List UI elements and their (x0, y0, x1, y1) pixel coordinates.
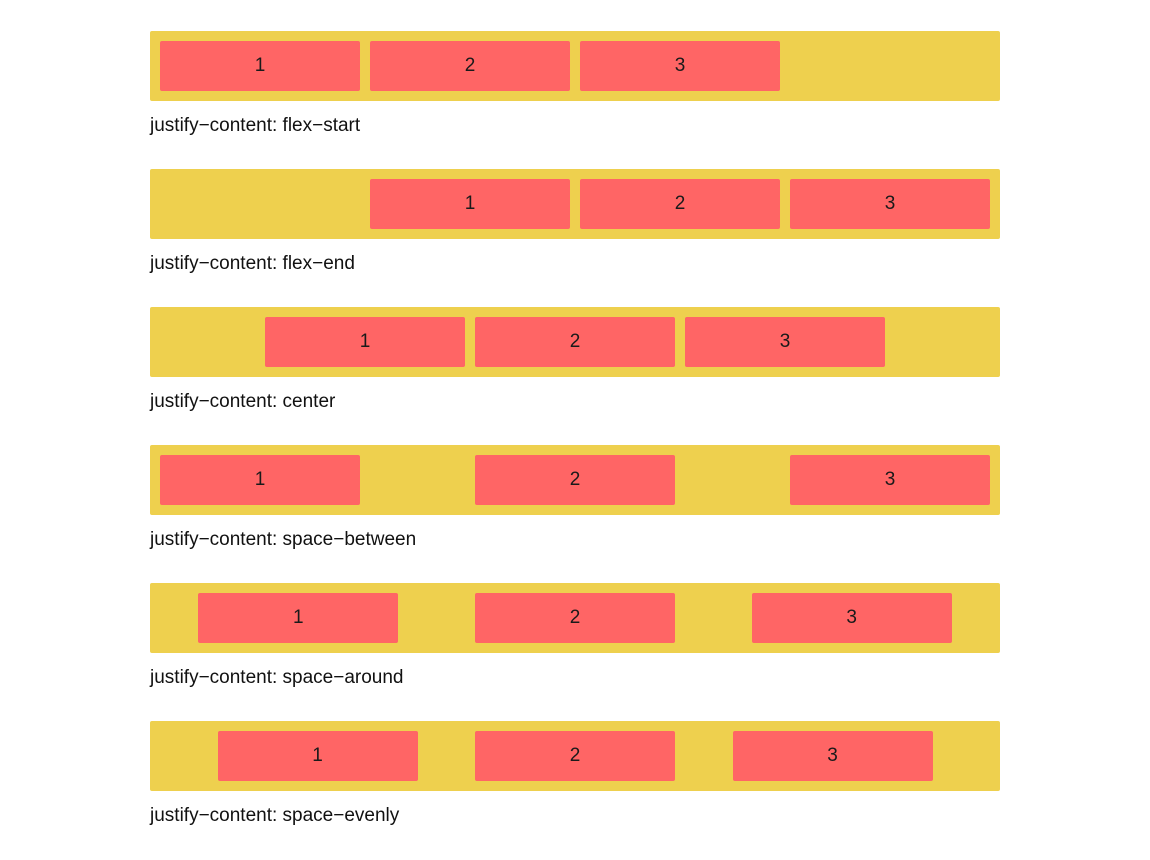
flex-container: 1 2 3 (150, 31, 1000, 101)
demo-caption: justify−content: flex−start (150, 115, 361, 136)
flex-item: 3 (751, 593, 952, 643)
demo-space-between: 1 2 3 justify−content: space−between (150, 445, 1000, 551)
flex-item: 3 (790, 455, 990, 505)
flex-item: 1 (370, 179, 570, 229)
flex-item: 1 (265, 317, 465, 367)
demo-space-evenly: 1 2 3 justify−content: space−evenly (150, 721, 1000, 827)
flex-item: 1 (198, 593, 399, 643)
flex-item: 2 (475, 455, 675, 505)
flex-item: 3 (732, 731, 933, 781)
flex-item: 2 (475, 731, 675, 781)
demo-caption: justify−content: center (150, 391, 336, 412)
demo-center: 1 2 3 justify−content: center (150, 307, 1000, 413)
flex-item: 3 (685, 317, 885, 367)
flex-item: 1 (160, 455, 360, 505)
flex-item: 2 (474, 593, 675, 643)
flex-item: 1 (217, 731, 418, 781)
flex-item: 2 (370, 41, 570, 91)
demo-flex-start: 1 2 3 justify−content: flex−start (150, 31, 1000, 137)
flex-item: 3 (790, 179, 990, 229)
demo-flex-end: 1 2 3 justify−content: flex−end (150, 169, 1000, 275)
flex-item: 3 (580, 41, 780, 91)
flex-item: 1 (160, 41, 360, 91)
flex-item: 2 (580, 179, 780, 229)
demo-space-around: 1 2 3 justify−content: space−around (150, 583, 1000, 689)
flex-container: 1 2 3 (150, 445, 1000, 515)
flex-container: 1 2 3 (150, 169, 1000, 239)
demo-caption: justify−content: space−between (150, 529, 417, 550)
demo-caption: justify−content: space−around (150, 667, 404, 688)
demo-caption: justify−content: space−evenly (150, 805, 400, 826)
demo-caption: justify−content: flex−end (150, 253, 355, 274)
flex-item: 2 (475, 317, 675, 367)
flex-container: 1 2 3 (150, 721, 1000, 791)
flex-container: 1 2 3 (150, 583, 1000, 653)
flex-container: 1 2 3 (150, 307, 1000, 377)
